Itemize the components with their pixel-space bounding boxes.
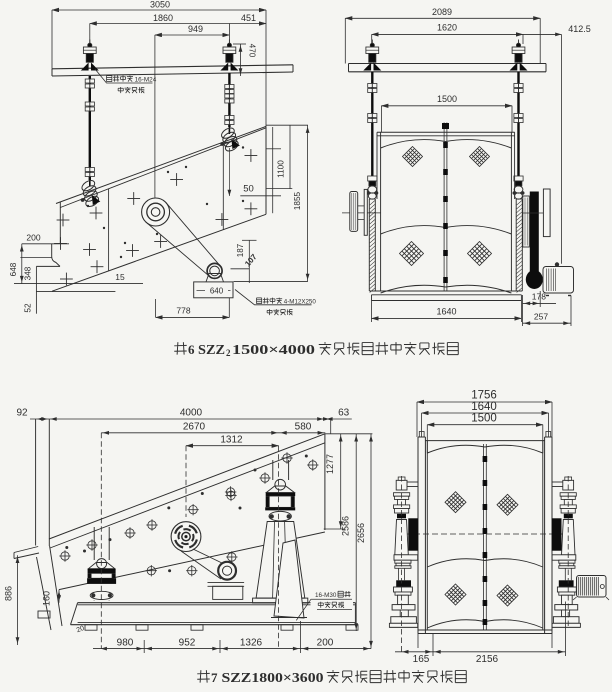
svg-text:187: 187: [236, 243, 245, 257]
svg-text:1860: 1860: [153, 13, 173, 23]
svg-text:1500: 1500: [437, 94, 457, 104]
svg-text:257: 257: [534, 312, 548, 322]
svg-text:50: 50: [243, 184, 254, 195]
svg-text:2156: 2156: [476, 654, 499, 665]
svg-text:1640: 1640: [436, 307, 456, 317]
svg-text:348: 348: [23, 266, 32, 280]
svg-text:15: 15: [115, 272, 125, 282]
svg-text:SZZ1800×3600: SZZ1800×3600: [222, 670, 324, 685]
svg-text:200: 200: [317, 638, 334, 649]
svg-text:470: 470: [248, 44, 257, 58]
svg-text:1500×4000: 1500×4000: [232, 342, 315, 357]
svg-text:160: 160: [42, 591, 52, 606]
svg-text:16-M24: 16-M24: [135, 76, 157, 83]
svg-text:952: 952: [179, 638, 196, 649]
svg-text:1312: 1312: [220, 435, 243, 446]
svg-text:16-M30: 16-M30: [315, 592, 337, 599]
svg-text:3050: 3050: [150, 0, 170, 10]
svg-text:52: 52: [24, 303, 33, 313]
svg-text:451: 451: [241, 13, 256, 23]
svg-text:580: 580: [295, 422, 312, 433]
svg-text:7: 7: [211, 670, 218, 685]
svg-text:2: 2: [226, 348, 231, 358]
svg-text:1756: 1756: [471, 390, 497, 402]
svg-text:63: 63: [338, 408, 350, 419]
svg-text:949: 949: [188, 24, 203, 34]
svg-text:2656: 2656: [356, 523, 366, 543]
svg-text:2586: 2586: [341, 516, 351, 536]
svg-text:4-M12X250: 4-M12X250: [284, 298, 317, 305]
svg-text:412.5: 412.5: [568, 24, 591, 34]
svg-text:1640: 1640: [471, 401, 497, 413]
svg-text:6: 6: [188, 342, 195, 357]
svg-text:1326: 1326: [240, 638, 263, 649]
svg-text:648: 648: [9, 262, 18, 276]
svg-text:200: 200: [26, 233, 40, 243]
svg-text:778: 778: [176, 306, 190, 316]
svg-text:4000: 4000: [180, 408, 203, 419]
svg-text:1100: 1100: [277, 160, 286, 178]
svg-text:980: 980: [117, 638, 134, 649]
svg-text:SZZ: SZZ: [198, 342, 225, 357]
svg-text:640: 640: [210, 287, 224, 296]
svg-text:178: 178: [532, 292, 546, 302]
svg-text:165: 165: [413, 654, 430, 665]
svg-text:92: 92: [16, 408, 28, 419]
svg-text:1620: 1620: [437, 23, 457, 33]
svg-text:886: 886: [4, 586, 14, 601]
svg-text:1500: 1500: [471, 413, 497, 425]
svg-text:2089: 2089: [432, 7, 452, 17]
svg-text:2670: 2670: [183, 422, 206, 433]
svg-text:20: 20: [76, 625, 86, 634]
svg-text:1855: 1855: [293, 191, 302, 210]
svg-text:1277: 1277: [325, 454, 335, 474]
